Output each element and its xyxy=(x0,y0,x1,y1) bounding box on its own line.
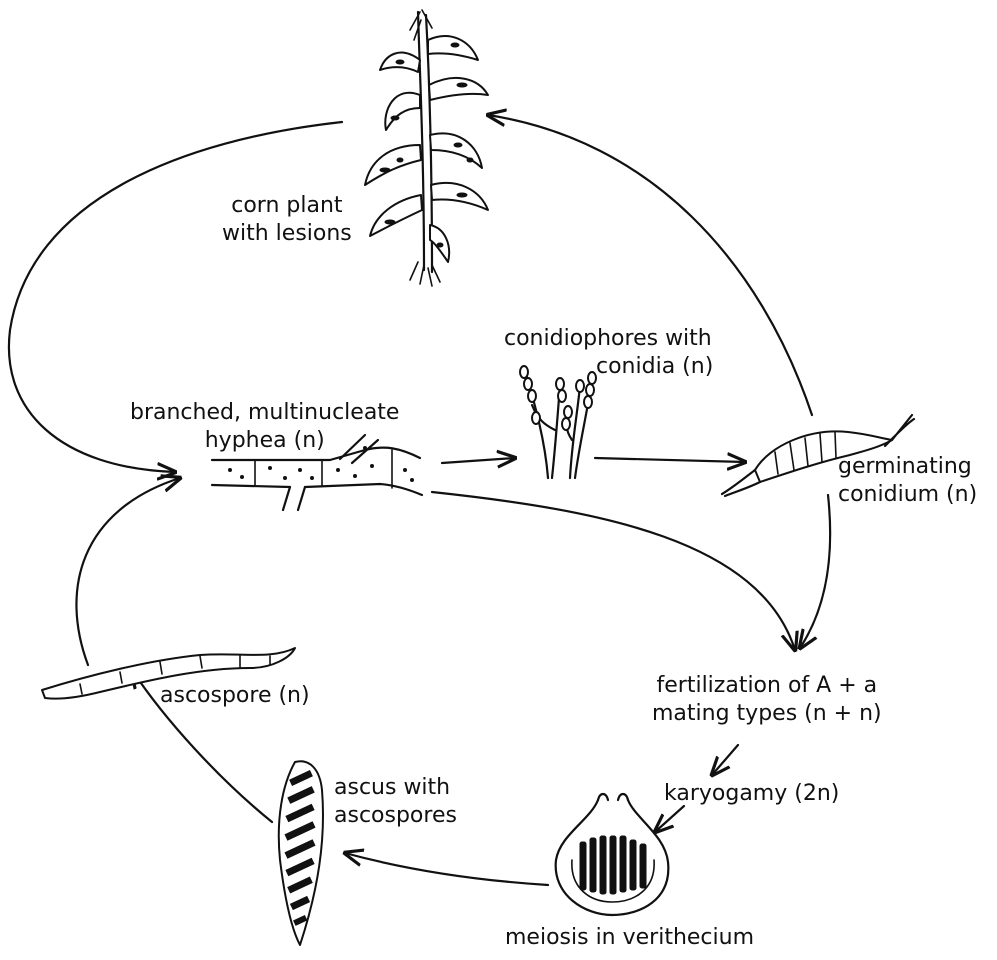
ascus-illustration xyxy=(279,761,323,945)
label-conidiophores-line1: conidiophores with xyxy=(504,325,713,353)
label-karyogamy-text: karyogamy (2n) xyxy=(664,780,839,808)
label-corn-plant: corn plant with lesions xyxy=(222,192,352,248)
label-fertilization-line1: fertilization of A + a xyxy=(652,672,882,700)
label-hyphea: branched, multinucleate hyphea (n) xyxy=(130,399,399,455)
label-ascus: ascus with ascospores xyxy=(334,774,457,830)
label-meiosis-text: meiosis in verithecium xyxy=(505,924,754,952)
label-corn-plant-line2: with lesions xyxy=(222,220,352,248)
label-germinating-conidium: germinating conidium (n) xyxy=(838,453,977,509)
arrow-karyogamy-to-perithecium xyxy=(655,806,684,832)
perithecium-illustration xyxy=(556,794,669,915)
conidiophores-illustration xyxy=(520,366,596,478)
label-karyogamy: karyogamy (2n) xyxy=(664,780,839,808)
label-corn-plant-line1: corn plant xyxy=(222,192,352,220)
arrow-hyphea-to-conidiophores xyxy=(442,458,515,463)
label-germinating-line1: germinating xyxy=(838,453,977,481)
label-ascus-line1: ascus with xyxy=(334,774,457,802)
label-hyphea-line2: hyphea (n) xyxy=(130,427,399,455)
label-hyphea-line1: branched, multinucleate xyxy=(130,399,399,427)
arrow-perithecium-to-ascus xyxy=(345,853,548,885)
label-fertilization: fertilization of A + a mating types (n +… xyxy=(652,672,882,728)
label-ascospore: ascospore (n) xyxy=(160,682,310,710)
label-ascus-line2: ascospores xyxy=(334,802,457,830)
label-fertilization-line2: mating types (n + n) xyxy=(652,700,882,728)
label-meiosis: meiosis in verithecium xyxy=(505,924,754,952)
label-ascospore-text: ascospore (n) xyxy=(160,682,310,710)
corn-plant-illustration xyxy=(365,10,488,286)
label-germinating-line2: conidium (n) xyxy=(838,481,977,509)
arrow-conidiophores-to-conidium xyxy=(595,458,745,462)
label-conidiophores: conidiophores with conidia (n) xyxy=(504,325,713,381)
arrow-ascospore-to-hyphea xyxy=(76,478,180,665)
label-conidiophores-line2: conidia (n) xyxy=(504,353,713,381)
arrow-conidium-to-fertilization xyxy=(800,495,830,648)
arrow-fertilization-to-karyogamy xyxy=(712,745,738,775)
arrow-hyphea-to-fertilization xyxy=(432,492,795,650)
